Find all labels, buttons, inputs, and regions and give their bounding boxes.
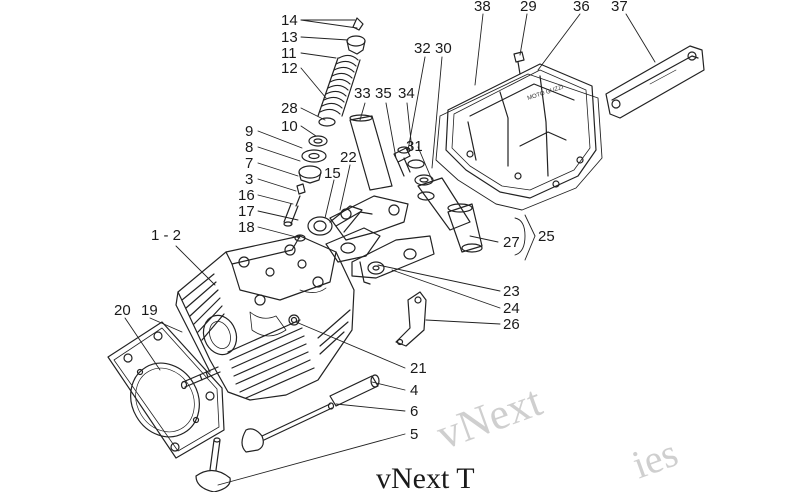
cover-screw (513, 51, 525, 75)
callout-24: 24 (503, 300, 520, 317)
svg-text:MOTO GUZZI: MOTO GUZZI (527, 84, 565, 101)
head-gasket (107, 321, 225, 459)
callout-15: 15 (324, 165, 341, 182)
callout-11: 11 (281, 45, 297, 62)
callout-36: 36 (573, 0, 590, 15)
callout-19: 19 (141, 302, 158, 319)
callout-18: 18 (238, 219, 255, 236)
callout-1-2: 1 - 2 (151, 227, 182, 244)
callout-5: 5 (410, 426, 419, 443)
callout-30: 30 (435, 40, 452, 57)
callout-10: 10 (281, 118, 298, 135)
cylinder-head (175, 235, 355, 401)
rocker-assembly (307, 114, 411, 263)
callout-12: 12 (281, 60, 298, 77)
valve-spring-stack (295, 17, 366, 207)
callout-26: 26 (503, 316, 520, 333)
valve-guide-lower (329, 374, 380, 407)
callout-23: 23 (503, 283, 520, 300)
leader-lines (124, 13, 656, 486)
callout-28: 28 (281, 100, 298, 117)
callout-4: 4 (410, 382, 419, 399)
callout-37: 37 (611, 0, 628, 15)
callout-8: 8 (245, 139, 254, 156)
callout-22: 22 (340, 149, 357, 166)
callout-21: 21 (410, 360, 427, 377)
exhaust-valve (241, 402, 335, 453)
callout-29: 29 (520, 0, 537, 15)
mounting-bracket (395, 291, 427, 347)
callout-25: 25 (538, 228, 555, 245)
intake-valve (195, 437, 231, 492)
callout-35: 35 (375, 85, 392, 102)
callout-34: 34 (398, 85, 415, 102)
stud-bolt (180, 366, 221, 390)
callout-33: 33 (354, 85, 371, 102)
callout-7: 7 (245, 155, 254, 172)
callout-13: 13 (281, 29, 298, 46)
callout-32: 32 (414, 40, 431, 57)
callout-20: 20 (114, 302, 131, 319)
callout-6: 6 (410, 403, 419, 420)
valve-cover: MOTO GUZZI (445, 63, 597, 199)
cover-trim (605, 45, 705, 119)
callout-9: 9 (245, 123, 254, 140)
callout-38: 38 (474, 0, 491, 15)
rocker-arm-lower (351, 235, 435, 285)
callout-16: 16 (238, 187, 255, 204)
callout-31: 31 (406, 138, 423, 155)
tappet-assembly (407, 159, 526, 256)
callout-27: 27 (503, 234, 520, 251)
watermark-line2: vNext T (376, 462, 475, 492)
callout-3: 3 (245, 171, 254, 188)
valve-cover-gasket (435, 73, 603, 211)
valve-guide (283, 203, 306, 242)
callout-17: 17 (238, 203, 255, 220)
callout-14: 14 (281, 12, 298, 29)
